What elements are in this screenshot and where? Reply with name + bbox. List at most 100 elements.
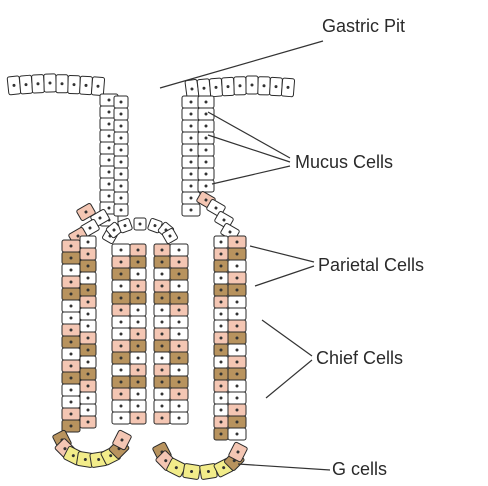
nucleus — [190, 209, 193, 212]
parietal-cell — [62, 360, 80, 372]
mucus-cell — [154, 268, 170, 280]
mucus-cell — [112, 244, 130, 256]
parietal-cell — [154, 328, 170, 340]
mucus-cell — [198, 120, 214, 132]
mucus-cell — [32, 74, 45, 93]
mucus-cell — [228, 428, 246, 440]
nucleus — [190, 173, 193, 176]
nucleus — [236, 337, 239, 340]
mucus-cell — [214, 404, 228, 416]
parietal-cell — [80, 248, 96, 260]
nucleus — [236, 397, 239, 400]
nucleus — [178, 417, 181, 420]
mucus-cell — [112, 364, 130, 376]
mucus-cell — [80, 272, 96, 284]
nucleus — [178, 273, 181, 276]
parietal-cell — [154, 280, 170, 292]
mucus-cell — [114, 144, 128, 156]
nucleus — [120, 345, 123, 348]
nucleus — [137, 321, 140, 324]
parietal-cell — [170, 256, 188, 268]
nucleus — [220, 325, 223, 328]
chief-cell — [62, 252, 80, 264]
chief-cell — [154, 340, 170, 352]
nucleus — [236, 301, 239, 304]
nucleus — [120, 297, 123, 300]
nucleus — [87, 301, 90, 304]
mucus-leader-3 — [212, 166, 290, 184]
nucleus — [205, 137, 208, 140]
nucleus — [137, 405, 140, 408]
parietal-cell — [112, 256, 130, 268]
parietal-cell — [112, 304, 130, 316]
chief-cell — [228, 368, 246, 380]
nucleus — [137, 333, 140, 336]
nucleus — [220, 349, 223, 352]
nucleus — [70, 317, 73, 320]
nucleus — [70, 245, 73, 248]
nucleus — [236, 421, 239, 424]
mucus-cell — [198, 144, 214, 156]
nucleus — [120, 113, 123, 116]
nucleus — [178, 405, 181, 408]
nucleus — [137, 297, 140, 300]
mucus-cell — [80, 392, 96, 404]
mucus-cell — [182, 120, 200, 132]
nucleus — [236, 313, 239, 316]
chief-cell — [154, 256, 170, 268]
parietal-cell — [214, 416, 228, 428]
nucleus — [190, 101, 193, 104]
mucus-cell — [68, 75, 80, 93]
mucus-cell — [7, 76, 21, 95]
parietal-cell — [130, 244, 146, 256]
nucleus — [220, 337, 223, 340]
chief-cell — [170, 376, 188, 388]
mucus-cell — [170, 280, 188, 292]
nucleus — [161, 381, 164, 384]
parietal-cell — [228, 236, 246, 248]
nucleus — [87, 373, 90, 376]
nucleus — [161, 345, 164, 348]
nucleus — [120, 357, 123, 360]
parietal-cell — [228, 320, 246, 332]
chief-cells-label: Chief Cells — [316, 348, 403, 368]
mucus-cell — [130, 268, 146, 280]
nucleus — [236, 373, 239, 376]
parietal-cell — [62, 276, 80, 288]
mucus-cell — [130, 400, 146, 412]
parietal-cell — [228, 272, 246, 284]
chief-cell — [80, 284, 96, 296]
nucleus — [108, 183, 111, 186]
nucleus — [139, 223, 142, 226]
mucus-cells-label: Mucus Cells — [295, 152, 393, 172]
nucleus — [178, 249, 181, 252]
parietal-cell — [130, 280, 146, 292]
nucleus — [178, 261, 181, 264]
mucus-cell — [198, 168, 214, 180]
nucleus — [137, 309, 140, 312]
g-cell — [183, 463, 201, 479]
nucleus — [161, 393, 164, 396]
chief-cell — [214, 428, 228, 440]
nucleus — [108, 123, 111, 126]
mucus-cell — [114, 120, 128, 132]
parietal-cell — [154, 364, 170, 376]
mucus-cell — [114, 108, 128, 120]
mucus-cell — [80, 320, 96, 332]
mucus-cell — [154, 400, 170, 412]
mucus-cell — [80, 236, 96, 248]
nucleus — [87, 397, 90, 400]
parietal-cells-label: Parietal Cells — [318, 255, 424, 275]
nucleus — [178, 369, 181, 372]
nucleus — [120, 417, 123, 420]
chief-cell — [80, 368, 96, 380]
nucleus — [108, 207, 111, 210]
nucleus — [108, 99, 111, 102]
mucus-cell — [170, 400, 188, 412]
nucleus — [61, 82, 64, 85]
nucleus — [220, 373, 223, 376]
chief-cell — [170, 292, 188, 304]
mucus-cell — [62, 384, 80, 396]
nucleus — [190, 137, 193, 140]
